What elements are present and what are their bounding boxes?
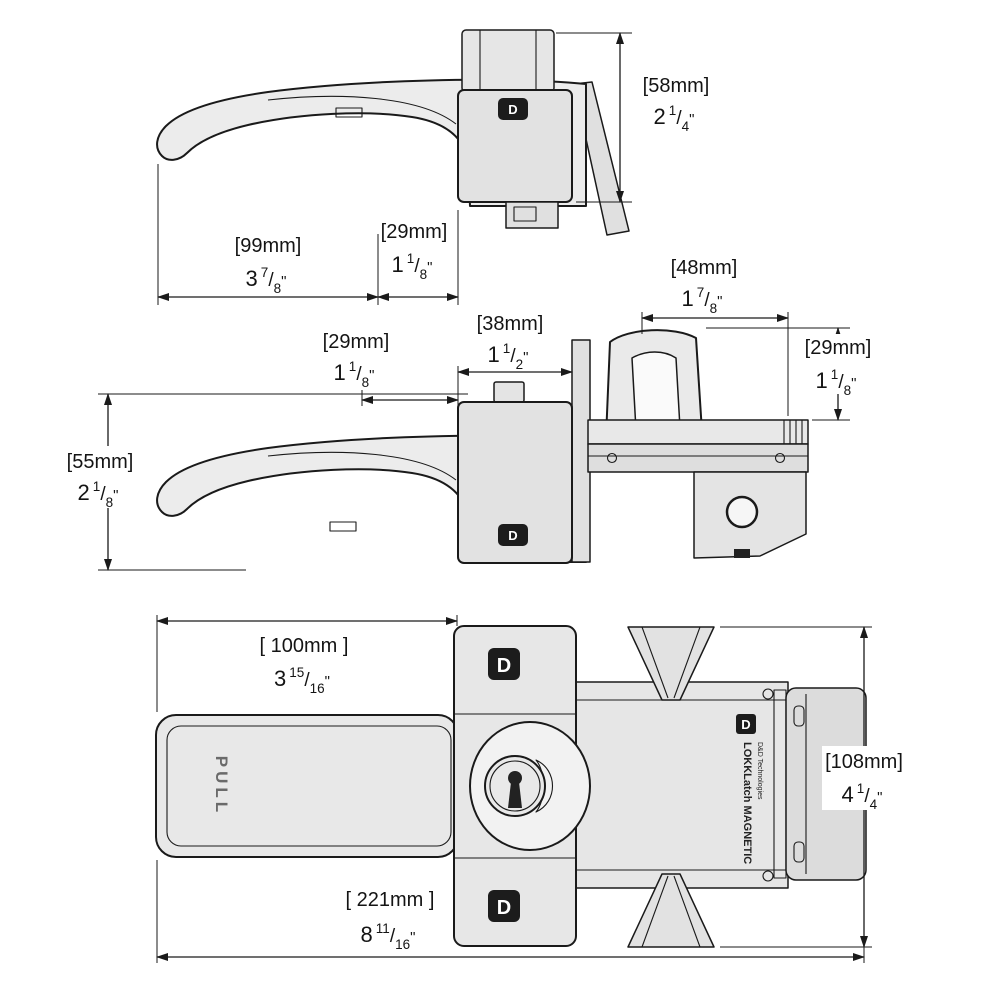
- lock-body-side: [457, 401, 573, 564]
- dim-label-mm: [ 221mm ]: [346, 889, 435, 911]
- dnd-logo-letter: D: [497, 655, 511, 677]
- dim-label-mm: [38mm]: [477, 313, 544, 335]
- dim-label-mm: [48mm]: [671, 257, 738, 279]
- detail-line: [267, 95, 457, 125]
- screw-icon: [762, 870, 774, 882]
- dim-label-mm: [29mm]: [805, 337, 872, 359]
- detail-line: [641, 875, 701, 948]
- latch-bar-upper: [587, 419, 809, 445]
- label-backdrop: [822, 746, 906, 810]
- striker-fork-top: [627, 626, 715, 701]
- dim-label-mm: [55mm]: [67, 451, 134, 473]
- detail-line: [641, 626, 701, 699]
- detail-tab: [734, 549, 750, 558]
- adjustment-slot: [793, 841, 805, 863]
- pull-label: PULL: [212, 756, 231, 816]
- dim-label-mm: [58mm]: [643, 75, 710, 97]
- detail-slot: [335, 107, 363, 118]
- view-latch-side: D: [156, 329, 809, 564]
- latch-bar-lower: [587, 443, 809, 473]
- dnd-logo-icon: [488, 890, 520, 922]
- striker-fork-bottom: [627, 873, 715, 948]
- adjustment-slot: [793, 705, 805, 727]
- brand-block: D LOKKLatch MAGNETIC D&D Technologies: [736, 714, 763, 864]
- striker-channel: [631, 351, 681, 431]
- dnd-logo-icon: [736, 714, 756, 734]
- dnd-logo-icon: [498, 98, 528, 120]
- handle-plate: [155, 714, 459, 858]
- label-backdrop: [56, 446, 146, 508]
- screw-icon: [606, 452, 618, 464]
- dim-label-mm: [29mm]: [381, 221, 448, 243]
- dnd-logo-icon: [488, 648, 520, 680]
- handle-back-plate: [573, 81, 630, 236]
- dnd-logo-icon: [498, 524, 528, 546]
- keyhole-icon: [508, 771, 522, 808]
- dnd-logo-letter: D: [497, 897, 511, 919]
- screw-icon: [774, 452, 786, 464]
- dnd-logo-letter: D: [508, 528, 517, 543]
- screw-icon: [762, 688, 774, 700]
- detail-line: [489, 760, 541, 812]
- brand-company-label: D&D Technologies: [756, 742, 763, 800]
- dim-label-mm: [ 100mm ]: [260, 635, 349, 657]
- detail-line: [267, 451, 457, 481]
- dim-label-mm: [108mm]: [825, 751, 903, 773]
- lock-cylinder-top: [461, 29, 555, 93]
- brand-name-label: LOKKLatch MAGNETIC: [741, 742, 753, 864]
- dnd-logo-letter: D: [508, 102, 517, 117]
- dnd-logo-letter: D: [741, 717, 750, 732]
- label-backdrop: [798, 334, 878, 394]
- detail-slot: [329, 521, 357, 532]
- handle-plate-inner: [166, 725, 452, 847]
- spindle-knob: [493, 381, 525, 403]
- latch-bolt: [505, 201, 559, 229]
- view-latch-plan: PULL D D D LOKKLatch MAG: [155, 625, 867, 948]
- dim-label-mm: [99mm]: [235, 235, 302, 257]
- padlock-hole: [725, 495, 759, 529]
- view-handle-side: D: [156, 29, 630, 236]
- dim-label-mm: [29mm]: [323, 331, 390, 353]
- detail-slot: [513, 206, 537, 222]
